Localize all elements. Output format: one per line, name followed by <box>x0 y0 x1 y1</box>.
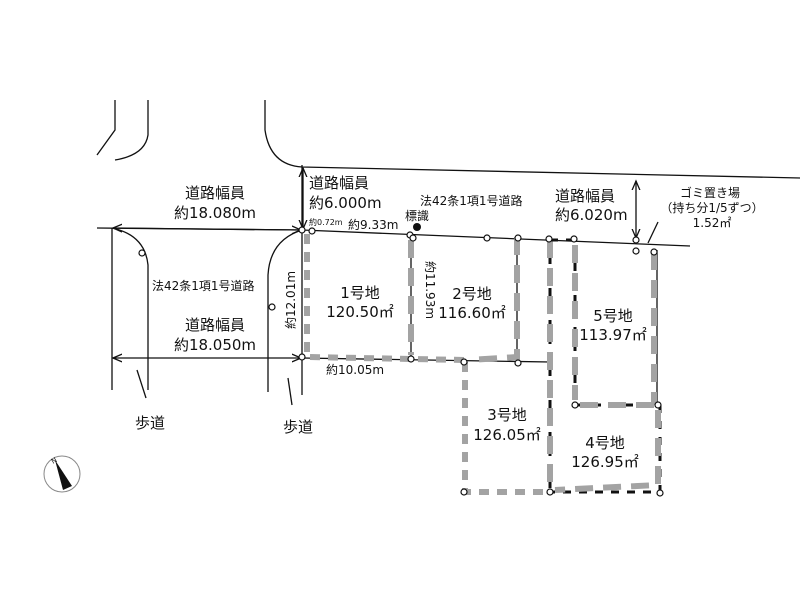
frontage-dim: 約9.33m <box>348 217 398 232</box>
sidewalk-right: 歩道 <box>283 418 313 436</box>
garbage-title: ゴミ置き場 <box>680 185 740 200</box>
depth-east-dim: 約11.93m <box>423 261 438 319</box>
garbage-share: （持ち分1/5ずつ） <box>660 200 763 215</box>
north-road-width: 約6.000m <box>309 194 382 212</box>
lot-area: 120.50㎡ <box>326 303 394 321</box>
lot-name: 1号地 <box>340 284 380 302</box>
west-road-bottom-width: 約18.050m <box>174 336 256 354</box>
lot-5: 5号地 113.97㎡ <box>579 307 647 344</box>
lot-2: 2号地 116.60㎡ <box>438 285 506 322</box>
west-road-type: 法42条1項1号道路 <box>152 278 255 293</box>
north-road-label: 道路幅員 <box>309 174 369 192</box>
lot-name: 2号地 <box>452 285 492 303</box>
lot-name: 4号地 <box>585 434 625 452</box>
marker-label: 標識 <box>405 209 429 223</box>
compass-icon: N <box>43 455 81 493</box>
road-lines <box>96 100 800 406</box>
dimension-arrows <box>113 168 659 358</box>
bottom-dim: 約10.05m <box>326 362 384 377</box>
north-road-type: 法42条1項1号道路 <box>420 193 523 208</box>
lot-area: 113.97㎡ <box>579 326 647 344</box>
depth-west-dim: 約12.01m <box>283 271 298 329</box>
lot-name: 3号地 <box>487 406 527 424</box>
lot-area: 116.60㎡ <box>438 304 506 322</box>
garbage-area: 1.52㎡ <box>693 216 732 230</box>
compass-north-label: N <box>50 456 59 466</box>
west-road-top-label: 道路幅員 <box>185 184 245 202</box>
west-road-bottom-label: 道路幅員 <box>185 316 245 334</box>
lot-boundaries <box>304 234 662 495</box>
lot-area: 126.05㎡ <box>473 426 541 444</box>
lot-1: 1号地 120.50㎡ <box>326 284 394 321</box>
lot-3: 3号地 126.05㎡ <box>473 406 541 444</box>
lot-4: 4号地 126.95㎡ <box>571 434 639 471</box>
west-road-top-width: 約18.080m <box>174 204 256 222</box>
marker-sign-icon <box>413 223 421 231</box>
lot-name: 5号地 <box>593 307 633 325</box>
boundary-points <box>138 226 664 497</box>
northeast-road-width: 約6.020m <box>555 206 628 224</box>
lot-area: 126.95㎡ <box>571 453 639 471</box>
corner-cut-dim: 約0.72m <box>309 217 343 227</box>
northeast-road-label: 道路幅員 <box>555 187 615 205</box>
sidewalk-left: 歩道 <box>135 414 165 432</box>
